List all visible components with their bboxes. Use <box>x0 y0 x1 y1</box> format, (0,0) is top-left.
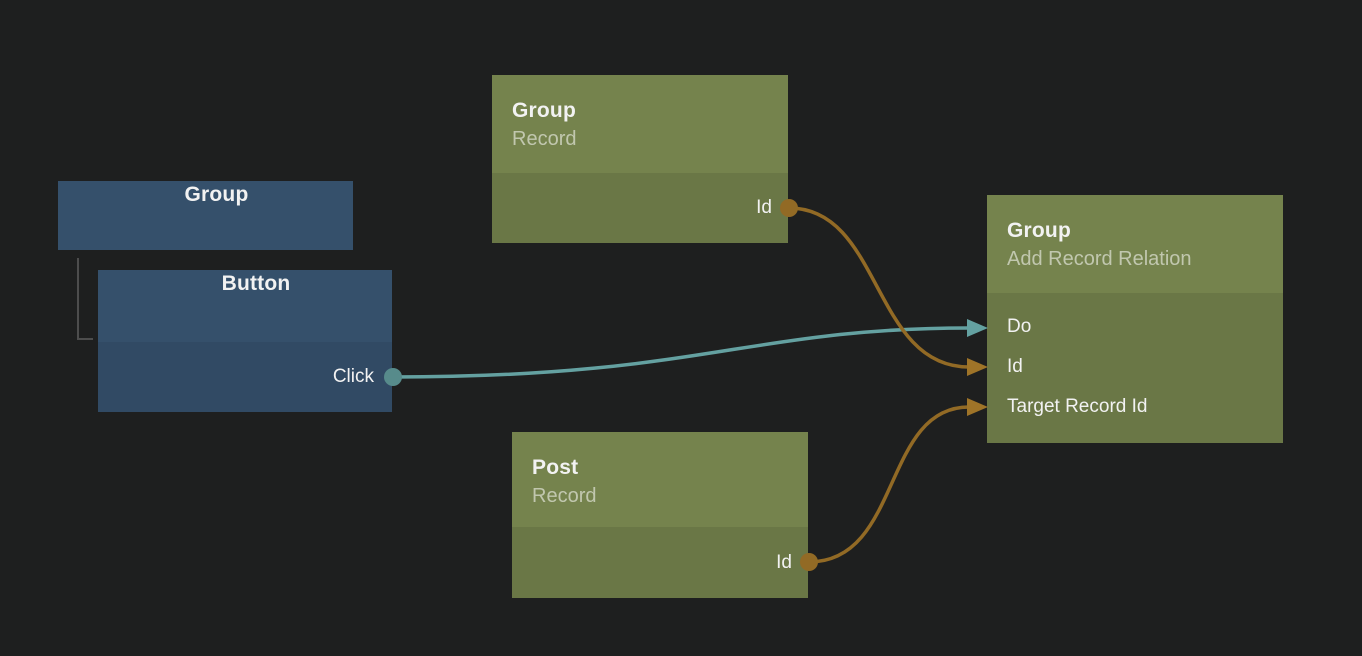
node-subtitle: Record <box>512 128 577 150</box>
connection-group-id-to-id[interactable] <box>788 206 970 369</box>
port-label-target-record-id: Target Record Id <box>1007 396 1148 417</box>
node-subtitle: Add Record Relation <box>1007 248 1192 270</box>
node-group-element-header[interactable]: Group <box>58 181 353 250</box>
hierarchy-connector-horizontal <box>77 338 93 340</box>
port-label-id: Id <box>1007 356 1023 377</box>
node-title: Button <box>221 272 291 295</box>
node-button-element[interactable]: Button Click <box>98 270 392 412</box>
port-do-input[interactable]: Do <box>987 307 1283 347</box>
node-title: Post <box>532 456 579 479</box>
port-label-id: Id <box>756 197 772 218</box>
port-label-id: Id <box>776 551 792 573</box>
node-group-record-header[interactable]: Group Record <box>492 75 788 173</box>
arrowhead-target-record-id-input[interactable] <box>967 398 988 416</box>
node-title: Group <box>1007 219 1071 242</box>
port-id-output[interactable]: Id <box>492 173 788 243</box>
node-title: Group <box>512 99 576 122</box>
node-post-record-header[interactable]: Post Record <box>512 432 808 527</box>
arrowhead-id-input[interactable] <box>967 358 988 376</box>
port-target-record-id-input[interactable]: Target Record Id <box>987 387 1283 427</box>
node-button-header[interactable]: Button <box>98 270 392 342</box>
node-group-add-record-relation[interactable]: Group Add Record Relation Do Id Target R… <box>987 195 1283 443</box>
node-group-record[interactable]: Group Record Id <box>492 75 788 243</box>
port-label-click: Click <box>332 366 374 387</box>
port-id-output[interactable]: Id <box>512 527 808 598</box>
node-subtitle: Record <box>532 485 597 507</box>
connection-click-to-do[interactable] <box>392 326 970 379</box>
arrowhead-do-input[interactable] <box>967 319 988 337</box>
node-group-add-record-relation-header[interactable]: Group Add Record Relation <box>987 195 1283 293</box>
connection-post-id-to-target-record-id[interactable] <box>808 405 970 564</box>
node-title: Group <box>184 183 249 206</box>
hierarchy-connector-vertical <box>77 258 79 340</box>
port-click-output[interactable]: Click <box>98 342 392 412</box>
node-group-element[interactable]: Group <box>58 181 353 250</box>
port-id-input[interactable]: Id <box>987 347 1283 387</box>
node-post-record[interactable]: Post Record Id <box>512 432 808 598</box>
port-label-do: Do <box>1007 316 1032 337</box>
node-group-add-record-relation-ports: Do Id Target Record Id <box>987 293 1283 443</box>
